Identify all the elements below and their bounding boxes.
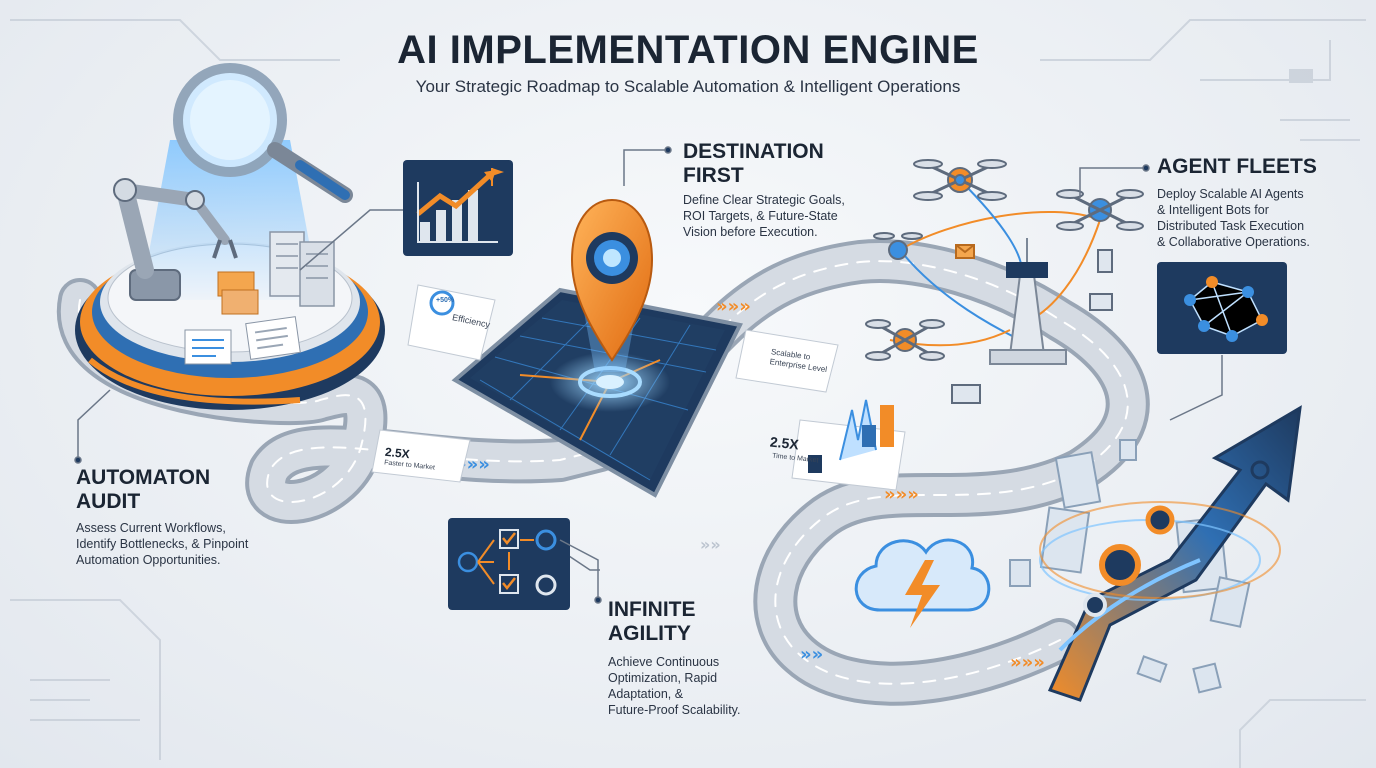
network-card [1157, 262, 1287, 421]
agent-fleets-desc-line: Distributed Task Execution [1157, 219, 1305, 233]
agility-desc-line: Adaptation, & [608, 687, 684, 701]
destination-platform [451, 198, 743, 498]
audit-platform [75, 63, 385, 410]
agility-description: Achieve Continuous Optimization, Rapid A… [608, 654, 740, 718]
audit-heading: AUTOMATON AUDIT [76, 466, 210, 514]
agility-heading-line2: AGILITY [608, 622, 691, 645]
growth-chart-card [299, 160, 513, 271]
destination-description: Define Clear Strategic Goals, ROI Target… [683, 192, 845, 240]
destination-heading-line2: FIRST [683, 164, 744, 187]
workflow-card [448, 518, 600, 610]
destination-heading: DESTINATION FIRST [683, 140, 824, 188]
svg-text:»»»: »»» [1010, 652, 1045, 673]
page-subtitle: Your Strategic Roadmap to Scalable Autom… [415, 77, 961, 96]
agent-fleets-desc-line: Deploy Scalable AI Agents [1157, 187, 1304, 201]
page-title: AI IMPLEMENTATION ENGINE [397, 28, 979, 72]
agility-desc-line: Achieve Continuous [608, 655, 720, 669]
agent-fleets-description: Deploy Scalable AI Agents & Intelligent … [1157, 186, 1310, 250]
destination-desc-line: Define Clear Strategic Goals, [683, 193, 845, 207]
audit-desc-line: Assess Current Workflows, [76, 521, 226, 535]
road-chevrons: »»» »»» »»» »» »»» »» [455, 296, 1045, 673]
breakthrough-arrow [1009, 405, 1302, 702]
audit-heading-line1: AUTOMATON [76, 466, 211, 489]
leader-lines [74, 146, 1150, 604]
cloud-lightning [854, 538, 991, 628]
agility-heading-line1: INFINITE [608, 598, 696, 621]
svg-text:»»: »» [700, 535, 721, 554]
audit-desc-line: Automation Opportunities. [76, 553, 221, 567]
audit-description: Assess Current Workflows, Identify Bottl… [76, 520, 248, 568]
destination-heading-line1: DESTINATION [683, 140, 824, 163]
svg-text:»»»: »»» [716, 296, 751, 317]
audit-desc-line: Identify Bottlenecks, & Pinpoint [76, 537, 249, 551]
destination-desc-line: ROI Targets, & Future-State [683, 209, 838, 223]
agility-heading: INFINITE AGILITY [608, 598, 696, 646]
agility-desc-line: Optimization, Rapid [608, 671, 718, 685]
agility-desc-line: Future-Proof Scalability. [608, 703, 741, 717]
road [56, 239, 1150, 706]
drone-network [865, 159, 1144, 404]
destination-desc-line: Vision before Execution. [683, 225, 818, 239]
circuit-lines [10, 19, 1366, 768]
efficiency-percent: +50% [436, 297, 455, 304]
time-value: 2.5X [769, 433, 800, 453]
callout-shapes [371, 284, 906, 491]
agent-fleets-desc-line: & Intelligent Bots for [1157, 203, 1269, 217]
agent-fleets-heading: AGENT FLEETS [1157, 155, 1317, 178]
audit-heading-line2: AUDIT [76, 490, 141, 513]
svg-text:»»: »» [800, 644, 823, 665]
agent-fleets-desc-line: & Collaborative Operations. [1157, 235, 1310, 249]
